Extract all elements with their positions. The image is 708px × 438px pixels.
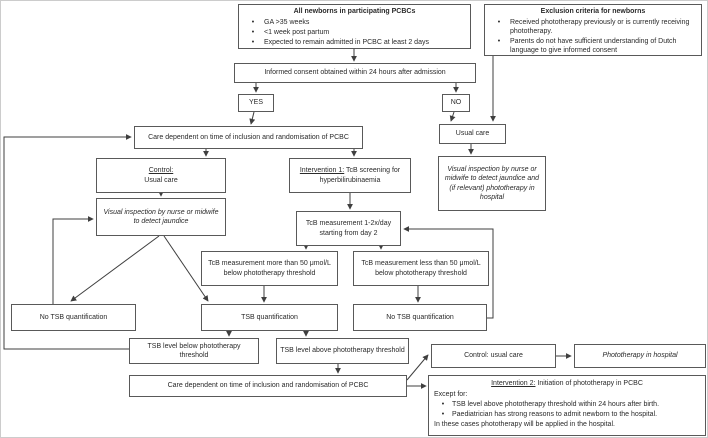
node-control-usual-care: Control: usual care xyxy=(431,344,556,368)
node-tcb-less-than-50-below: TcB measurement less than 50 μmol/L belo… xyxy=(353,251,489,286)
bullet-item: GA >35 weeks xyxy=(264,19,310,27)
node-no-tsb-quantification-left: No TSB quantification xyxy=(11,304,136,331)
bullet-item: TSB level above phototherapy threshold w… xyxy=(452,401,660,409)
except-for-line: Except for: xyxy=(434,391,468,399)
node-tsb-above-threshold: TSB level above phototherapy threshold xyxy=(276,338,409,364)
node-exclusion-criteria: Exclusion criteria for newborns Received… xyxy=(484,4,702,56)
bullet-item: Expected to remain admitted in PCBC at l… xyxy=(264,39,429,47)
node-phototherapy-in-hospital: Phototherapy in hospital xyxy=(574,344,706,368)
node-care-randomisation-top: Care dependent on time of inclusion and … xyxy=(134,126,363,149)
node-tcb-more-than-50-below: TcB measurement more than 50 μmol/L belo… xyxy=(201,251,338,286)
node-tsb-quantification: TSB quantification xyxy=(201,304,338,331)
node-intervention-1: Intervention 1: TcB screening for hyperb… xyxy=(289,158,411,193)
node-title: Exclusion criteria for newborns xyxy=(540,8,646,15)
node-tcb-daily-measurement: TcB measurement 1-2x/day starting from d… xyxy=(296,211,401,246)
node-control-arm: Control: Usual care xyxy=(96,158,226,193)
node-informed-consent: Informed consent obtained within 24 hour… xyxy=(234,63,476,83)
node-title: All newborns in participating PCBCs xyxy=(293,8,416,15)
node-care-randomisation-bottom: Care dependent on time of inclusion and … xyxy=(129,375,407,397)
footer-line: In these cases phototherapy will be appl… xyxy=(434,421,615,429)
bullet-item: Parents do not have sufficient understan… xyxy=(510,38,677,55)
node-visual-inspection-hospital: Visual inspection by nurse or midwife to… xyxy=(438,156,546,211)
node-no: NO xyxy=(442,94,470,112)
node-tsb-below-threshold: TSB level below phototherapy threshold xyxy=(129,338,259,364)
node-usual-care: Usual care xyxy=(439,124,506,144)
node-all-newborns: All newborns in participating PCBCs GA >… xyxy=(238,4,471,49)
bullet-item: Paediatrician has strong reasons to admi… xyxy=(452,411,658,419)
bullet-item: <1 week post partum xyxy=(264,29,330,37)
node-visual-inspection-control: Visual inspection by nurse or midwife to… xyxy=(96,198,226,236)
node-yes: YES xyxy=(238,94,274,112)
node-intervention-2: Intervention 2: Initiation of photothera… xyxy=(428,375,706,436)
node-no-tsb-quantification-right: No TSB quantification xyxy=(353,304,487,331)
bullet-item: Received phototherapy previously or is c… xyxy=(510,19,690,36)
